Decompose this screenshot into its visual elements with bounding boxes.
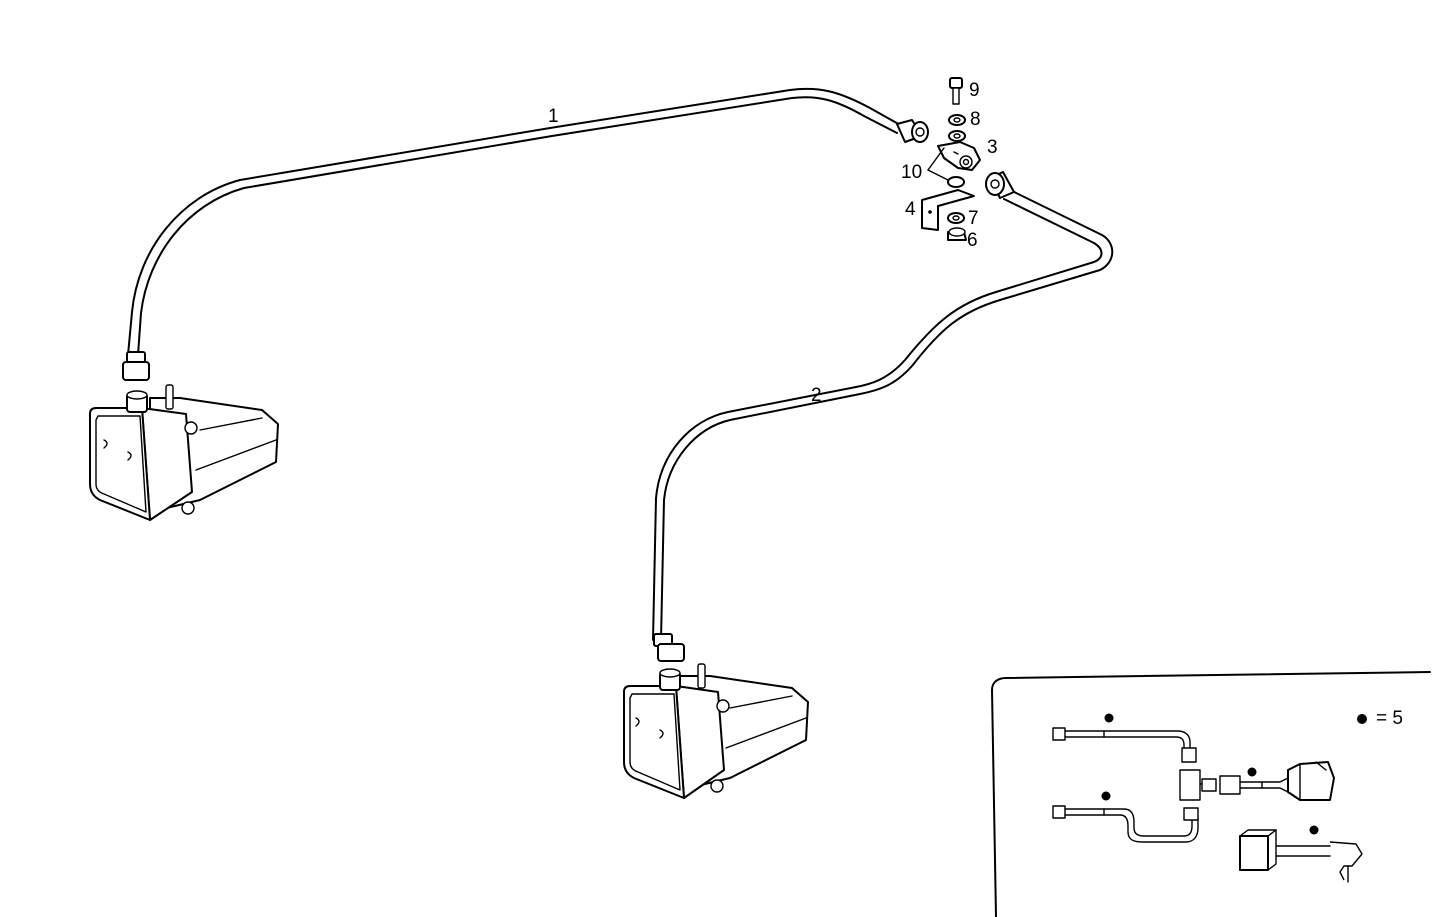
legend-text: = 5 (1376, 708, 1403, 729)
hose-1 (127, 87, 903, 356)
washer-icon (947, 212, 965, 224)
hose-2-end-connector (653, 633, 685, 662)
hose-2 (652, 189, 1114, 641)
callout-4: 4 (905, 199, 916, 220)
hose-1-t-connector (896, 119, 929, 143)
washer-reservoir-icon (89, 384, 279, 521)
callout-6: 6 (967, 230, 978, 251)
callout-10: 10 (901, 162, 922, 183)
washer-icon (948, 130, 966, 142)
washer-reservoir-icon (623, 663, 809, 799)
callout-2: 2 (811, 385, 822, 406)
legend-dot (1357, 714, 1367, 724)
callout-9: 9 (969, 80, 980, 101)
washer-icon (948, 114, 966, 126)
nut-icon (947, 176, 965, 188)
hose-2-t-connector (985, 171, 1015, 199)
callout-8: 8 (970, 109, 981, 130)
pump-connector-icon (1287, 761, 1335, 801)
pump-connector-icon (1239, 829, 1277, 871)
callout-7: 7 (968, 208, 979, 229)
inset-panel: = 5 (991, 671, 1431, 917)
callout-3: 3 (987, 137, 998, 158)
nut-icon (947, 227, 967, 241)
t-connector-icon (937, 141, 981, 171)
callout-1: 1 (548, 106, 559, 127)
mounting-bracket-icon (921, 189, 975, 231)
screw-icon (949, 77, 963, 105)
hose-1-end-connector (122, 351, 150, 381)
